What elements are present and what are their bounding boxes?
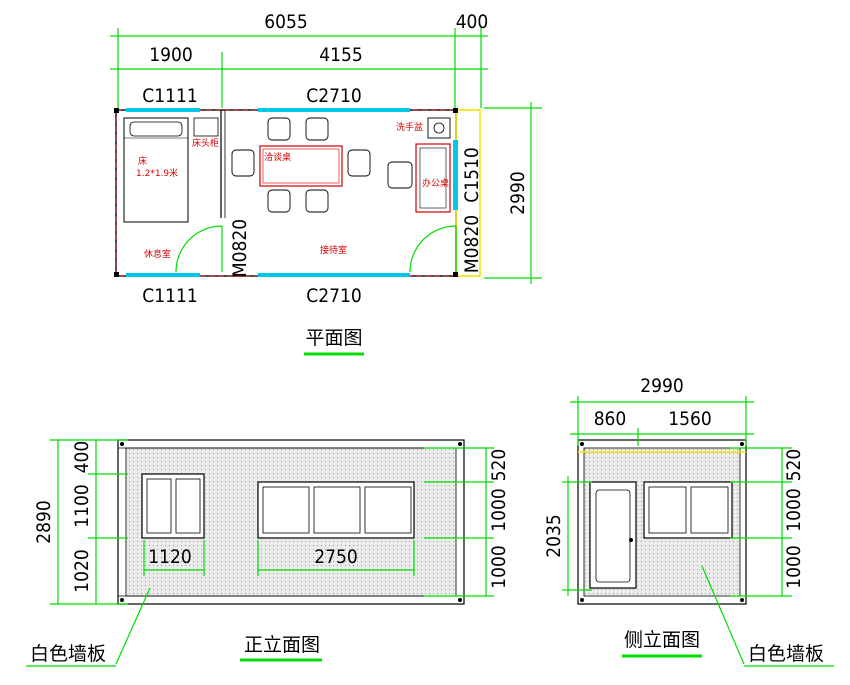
nightstand-label: 床头柜 [192,137,219,149]
reception-label: 接待室 [320,244,347,256]
plan-label-entry-door: M0820 [461,215,483,273]
door-handle [629,538,633,542]
side-window-width: 1560 [668,408,712,430]
side-window [643,481,733,539]
front-right-window: 1000 [488,488,510,532]
side-callout: 白色墙板 [748,643,824,665]
front-left-window: 1100 [71,484,93,528]
nightstand [193,117,219,137]
front-right-bottom: 1000 [488,545,510,589]
side-right-top: 520 [783,449,805,482]
side-door-height: 2035 [543,514,565,558]
plan-right-room-length: 4155 [319,44,363,66]
front-callout: 白色墙板 [30,643,106,665]
plan-end-offset: 400 [456,11,489,33]
side-right-bottom: 1000 [783,545,805,589]
front-left-bottom: 1020 [71,549,93,593]
plan-label-inner-door: M0820 [229,219,251,277]
meeting-table-label: 洽谈桌 [264,151,291,163]
front-elevation: 1120 2750 2890 400 1100 1020 520 1000 10… [26,439,510,667]
bed-label: 床 [138,155,147,167]
plan-window-top [258,108,410,112]
side-elevation: 2990 860 1560 2035 520 1000 1000 白色墙板 侧立… [543,375,834,667]
office-chair [387,161,413,189]
front-left-top: 400 [71,441,93,474]
side-total-width: 2990 [640,375,684,397]
front-small-window-width: 1120 [148,546,192,568]
wash-basin-label: 洗手盆 [396,121,423,133]
bed-size-label: 1.2*1.9米 [136,167,178,179]
plan-total-length: 6055 [264,11,308,33]
plan-label-bottom-left-window: C1111 [142,285,197,307]
plan-top-dimensions: 6055 400 1900 4155 [110,11,488,108]
office-desk-label: 办公桌 [422,177,449,189]
side-elevation-title: 侧立面图 [624,629,700,651]
plan-width-dimension: 2990 [484,102,542,284]
rest-room-label: 休息室 [144,248,171,260]
plan-window-bottom-left [126,273,200,277]
plan-label-bottom-window: C2710 [306,285,361,307]
inner-door-swing [175,225,223,273]
side-door-width: 860 [594,408,627,430]
front-elevation-title: 正立面图 [244,634,320,656]
side-right-window: 1000 [783,488,805,532]
meeting-table: 洽谈桌 [231,117,371,213]
front-total-height: 2890 [33,500,55,544]
front-right-top: 520 [488,449,510,482]
side-door [589,481,637,589]
plan-outer-wall [115,109,457,277]
plan-label-top-left-window: C1111 [142,85,197,107]
bed: 床 1.2*1.9米 [123,117,189,223]
front-window-large [257,481,415,539]
front-large-window-width: 2750 [314,546,358,568]
plan-window-bottom [258,273,410,277]
plan-title: 平面图 [305,327,362,349]
wash-basin [427,117,451,139]
plan-view: 6055 400 1900 4155 2990 C1111 C2710 [110,11,542,356]
plan-left-room-length: 1900 [149,44,193,66]
office-desk [415,143,451,213]
entry-door-swing [409,225,457,273]
front-callout-leader [115,587,151,665]
plan-window-top-left [126,108,200,112]
plan-width: 2990 [507,171,529,215]
plan-label-top-window: C2710 [306,85,361,107]
front-window-small [141,473,205,539]
plan-label-side-window: C1510 [461,147,483,202]
side-callout-leader [701,565,745,665]
plan-window-side [453,140,458,210]
